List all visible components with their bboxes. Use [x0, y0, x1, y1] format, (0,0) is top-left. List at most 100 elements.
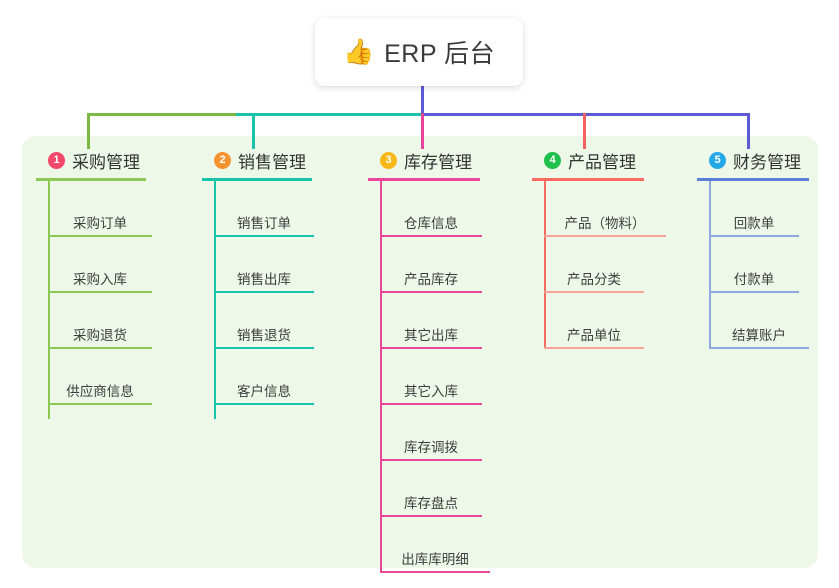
- column-spine-5: [709, 181, 711, 349]
- item-rule: [214, 347, 314, 349]
- column-title-5: 财务管理: [733, 152, 801, 172]
- item-label: 其它出库: [404, 328, 458, 343]
- column-rule-1: [36, 178, 146, 181]
- column-badge-5: 5: [709, 151, 726, 169]
- list-item[interactable]: 其它入库: [380, 349, 482, 405]
- list-item[interactable]: 结算账户: [709, 293, 809, 349]
- item-label: 采购订单: [73, 216, 127, 231]
- column-rule-2: [202, 178, 312, 181]
- item-rule: [709, 291, 799, 293]
- bus-segment-green: [87, 113, 237, 116]
- column-items-2: 销售订单 销售出库 销售退货 客户信息: [202, 181, 352, 419]
- bus-segment-teal: [236, 113, 423, 116]
- column-items-3: 仓库信息 产品库存 其它出库 其它入库 库存调拨 库存盘点 出库库明细: [368, 181, 528, 573]
- item-rule: [48, 347, 152, 349]
- item-rule: [380, 515, 482, 517]
- thumbs-up-icon: 👍: [342, 37, 375, 66]
- list-item[interactable]: 产品库存: [380, 237, 482, 293]
- column-badge-3: 3: [380, 151, 397, 169]
- column-badge-2: 2: [214, 151, 231, 169]
- column-header-2: 2 销售管理: [202, 148, 352, 172]
- item-label: 回款单: [733, 216, 775, 231]
- column-items-4: 产品（物料） 产品分类 产品单位: [532, 181, 702, 349]
- item-label: 其它入库: [404, 384, 458, 399]
- diagram-panel-background: [22, 136, 818, 568]
- list-item[interactable]: 供应商信息: [48, 349, 152, 405]
- item-label: 产品库存: [404, 272, 458, 287]
- drop-connector-1: [87, 113, 90, 149]
- column-rule-3: [368, 178, 480, 181]
- column-items-5: 回款单 付款单 结算账户: [697, 181, 839, 349]
- item-label: 销售退货: [237, 328, 291, 343]
- column-title-3: 库存管理: [404, 152, 472, 172]
- list-item[interactable]: 采购退货: [48, 293, 152, 349]
- list-item[interactable]: 采购入库: [48, 237, 152, 293]
- list-item[interactable]: 库存盘点: [380, 461, 482, 517]
- item-label: 库存调拨: [404, 440, 458, 455]
- list-item[interactable]: 其它出库: [380, 293, 482, 349]
- column-items-1: 采购订单 采购入库 采购退货 供应商信息: [36, 181, 186, 419]
- item-rule: [48, 403, 152, 405]
- list-item[interactable]: 出库库明细: [380, 517, 490, 573]
- list-item[interactable]: 产品单位: [544, 293, 644, 349]
- list-item[interactable]: 付款单: [709, 237, 799, 293]
- item-rule: [380, 403, 482, 405]
- root-stem-connector: [421, 86, 424, 114]
- list-item[interactable]: 库存调拨: [380, 405, 482, 461]
- item-label: 产品分类: [567, 272, 621, 287]
- column-purchasing: 1 采购管理 采购订单 采购入库 采购退货 供应商信息: [36, 148, 186, 419]
- column-header-5: 5 财务管理: [697, 148, 839, 172]
- list-item[interactable]: 销售订单: [214, 181, 314, 237]
- column-title-1: 采购管理: [72, 152, 140, 172]
- column-title-4: 产品管理: [568, 152, 636, 172]
- column-spine-1: [48, 181, 50, 419]
- drop-connector-5: [747, 113, 750, 149]
- item-rule: [544, 291, 644, 293]
- list-item[interactable]: 销售出库: [214, 237, 314, 293]
- item-label: 库存盘点: [404, 496, 458, 511]
- list-item[interactable]: 产品（物料）: [544, 181, 666, 237]
- item-label: 销售出库: [237, 272, 291, 287]
- column-spine-3: [380, 181, 382, 573]
- column-inventory: 3 库存管理 仓库信息 产品库存 其它出库 其它入库 库存调拨 库存盘点: [368, 148, 528, 573]
- item-rule: [709, 347, 809, 349]
- item-label: 客户信息: [237, 384, 291, 399]
- item-rule: [380, 291, 482, 293]
- column-spine-2: [214, 181, 216, 419]
- item-label: 产品单位: [567, 328, 621, 343]
- item-rule: [380, 347, 482, 349]
- list-item[interactable]: 采购订单: [48, 181, 152, 237]
- item-label: 销售订单: [237, 216, 291, 231]
- item-rule: [709, 235, 799, 237]
- item-rule: [48, 235, 152, 237]
- column-product: 4 产品管理 产品（物料） 产品分类 产品单位: [532, 148, 702, 349]
- list-item[interactable]: 回款单: [709, 181, 799, 237]
- item-rule: [214, 235, 314, 237]
- column-finance: 5 财务管理 回款单 付款单 结算账户: [697, 148, 839, 349]
- item-label: 采购退货: [73, 328, 127, 343]
- column-sales: 2 销售管理 销售订单 销售出库 销售退货 客户信息: [202, 148, 352, 419]
- item-label: 付款单: [733, 272, 775, 287]
- root-title: ERP 后台: [384, 40, 496, 68]
- list-item[interactable]: 客户信息: [214, 349, 314, 405]
- item-rule: [544, 235, 666, 237]
- column-badge-1: 1: [48, 151, 65, 169]
- list-item[interactable]: 仓库信息: [380, 181, 482, 237]
- list-item[interactable]: 产品分类: [544, 237, 644, 293]
- item-rule: [214, 291, 314, 293]
- drop-connector-4: [583, 113, 586, 149]
- column-header-4: 4 产品管理: [532, 148, 702, 172]
- root-node-card: 👍 ERP 后台: [315, 18, 523, 86]
- column-header-1: 1 采购管理: [36, 148, 186, 172]
- drop-connector-3: [421, 113, 424, 149]
- list-item[interactable]: 销售退货: [214, 293, 314, 349]
- item-rule: [380, 459, 482, 461]
- item-rule: [380, 235, 482, 237]
- item-label: 结算账户: [732, 328, 786, 343]
- column-header-3: 3 库存管理: [368, 148, 528, 172]
- item-label: 采购入库: [73, 272, 127, 287]
- item-label: 供应商信息: [66, 384, 134, 399]
- item-label: 仓库信息: [404, 216, 458, 231]
- item-rule: [380, 571, 490, 573]
- column-badge-4: 4: [544, 151, 561, 169]
